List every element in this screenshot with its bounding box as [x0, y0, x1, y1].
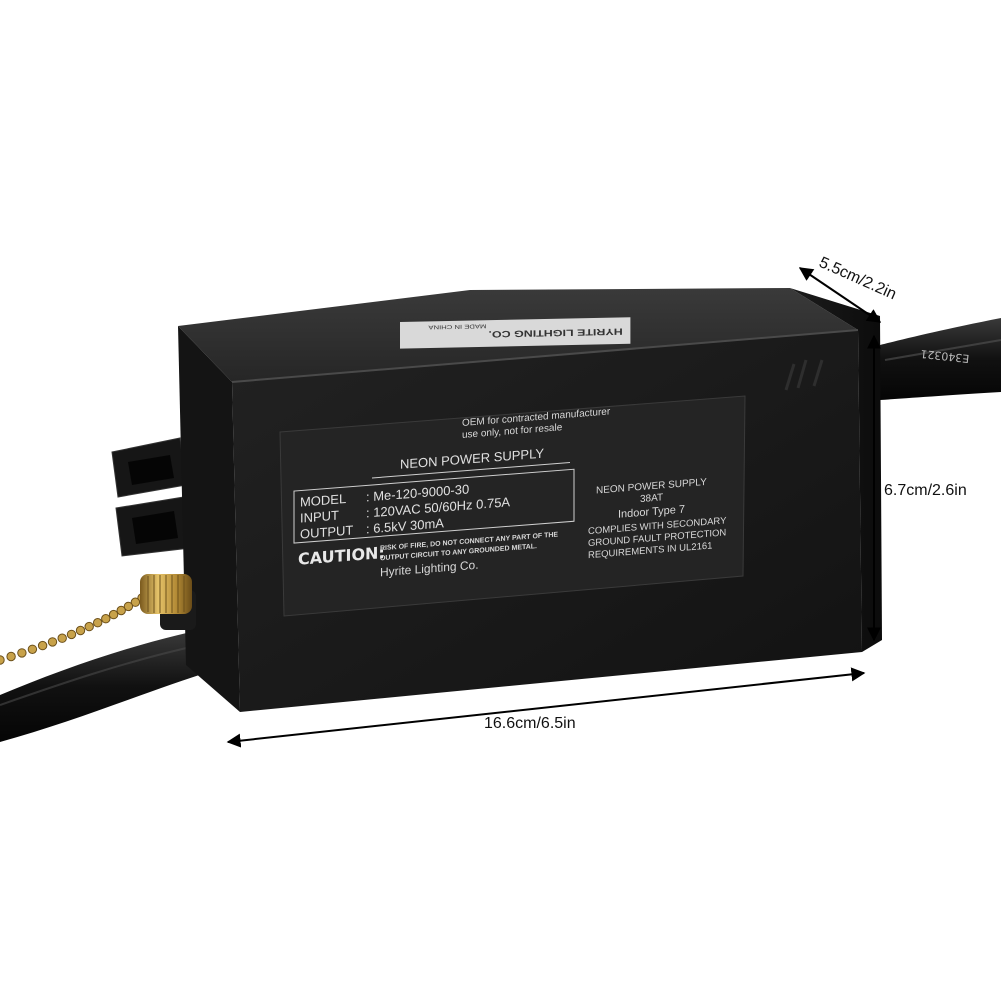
chain-bead — [108, 609, 119, 620]
chain-bead — [101, 614, 111, 624]
chain-bead — [123, 601, 134, 612]
chain-bead — [130, 597, 141, 607]
depth-arrow — [798, 267, 882, 323]
cable-print: E340321 — [920, 347, 970, 365]
rating-label: OEM for contracted manufacturer use only… — [279, 395, 746, 617]
top-sticker: HYRITE LIGHTING CO. MADE IN CHINA — [400, 317, 631, 349]
chain-bead — [6, 651, 16, 662]
label-output-key: OUTPUT — [300, 522, 353, 541]
label-input-key: INPUT — [300, 508, 339, 526]
length-label: 16.6cm/6.5in — [484, 715, 576, 732]
dimension-arrows — [226, 267, 882, 748]
chain-bead — [116, 605, 126, 616]
label-right-code: 38AT — [640, 492, 663, 505]
chain-bead — [17, 648, 27, 658]
chain-bead — [27, 644, 38, 654]
chain-bead — [93, 618, 103, 628]
brass-switch-knob[interactable] — [140, 574, 196, 630]
depth-label: 5.5cm/2.2in — [816, 254, 898, 303]
chain-bead — [37, 640, 48, 651]
chain-bead — [47, 637, 58, 647]
chain-bead — [0, 655, 5, 665]
mounting-tab — [111, 437, 191, 557]
label-output-value: : 6.5kV 30mA — [366, 515, 444, 536]
label-model-key: MODEL — [300, 491, 346, 510]
case-right-end — [790, 288, 882, 652]
height-label: 6.7cm/2.6in — [884, 482, 967, 499]
chain-bead — [75, 625, 86, 636]
top-sticker-company: HYRITE LIGHTING CO. — [488, 326, 622, 339]
chain-bead — [57, 633, 67, 643]
case-left-end — [178, 326, 240, 712]
embossed-mark — [784, 359, 824, 391]
power-cord — [0, 630, 215, 742]
label-panel — [279, 395, 746, 617]
chain-bead — [84, 621, 94, 632]
length-arrow — [226, 667, 866, 748]
chain-bead — [66, 629, 77, 640]
label-right-type: Indoor Type 7 — [618, 504, 685, 521]
output-cable: E340321 — [880, 318, 1001, 400]
top-sticker-origin: MADE IN CHINA — [428, 323, 487, 330]
